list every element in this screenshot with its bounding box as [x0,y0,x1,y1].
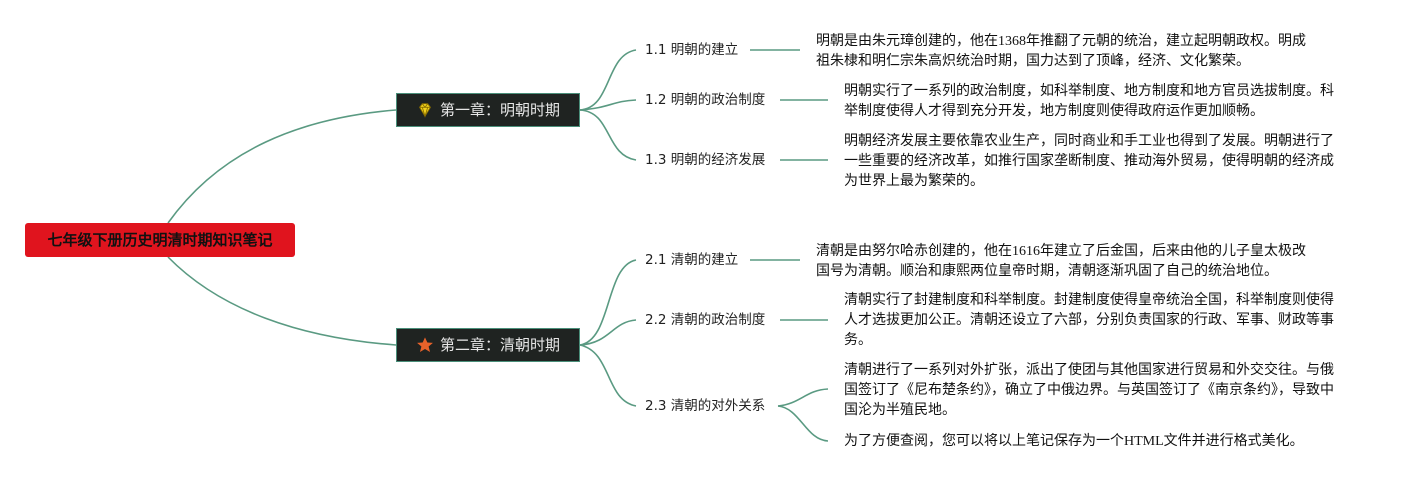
note-1-3: 明朝经济发展主要依靠农业生产，同时商业和手工业也得到了发展。明朝进行了一些重要的… [844,134,1334,189]
chapter-qing[interactable]: 第二章：清朝时期 [396,328,580,362]
chapter-ming[interactable]: 第一章：明朝时期 [396,93,580,127]
section-1-2[interactable]: 1.2 明朝的政治制度 [645,92,766,108]
note-2-3b: 为了方便查阅，您可以将以上笔记保存为一个HTML文件并进行格式美化。 [844,434,1304,449]
section-1-1[interactable]: 1.1 明朝的建立 [645,42,739,58]
note-2-3a: 清朝进行了一系列对外扩张，派出了使团与其他国家进行贸易和外交交往。与俄国签订了《… [844,363,1334,418]
section-2-1[interactable]: 2.1 清朝的建立 [645,252,739,268]
chapter-title: 第二章：清朝时期 [439,336,560,354]
star-icon [417,337,433,353]
note-2-2: 清朝实行了封建制度和科举制度。封建制度使得皇帝统治全国，科举制度则使得人才选拔更… [844,293,1334,348]
note-1-2: 明朝实行了一系列的政治制度，如科举制度、地方制度和地方官员选拔制度。科举制度使得… [844,84,1334,119]
root-topic[interactable]: 七年级下册历史明清时期知识笔记 [25,223,295,257]
diamond-icon [419,103,431,118]
section-2-2[interactable]: 2.2 清朝的政治制度 [645,312,766,328]
note-1-1: 明朝是由朱元璋创建的，他在1368年推翻了元朝的统治，建立起明朝政权。明成祖朱棣… [816,34,1306,69]
section-1-3[interactable]: 1.3 明朝的经济发展 [645,152,766,168]
note-2-1: 清朝是由努尔哈赤创建的，他在1616年建立了后金国，后来由他的儿子皇太极改国号为… [816,244,1306,279]
section-2-3[interactable]: 2.3 清朝的对外关系 [645,398,766,414]
chapter-title: 第一章：明朝时期 [439,101,560,119]
